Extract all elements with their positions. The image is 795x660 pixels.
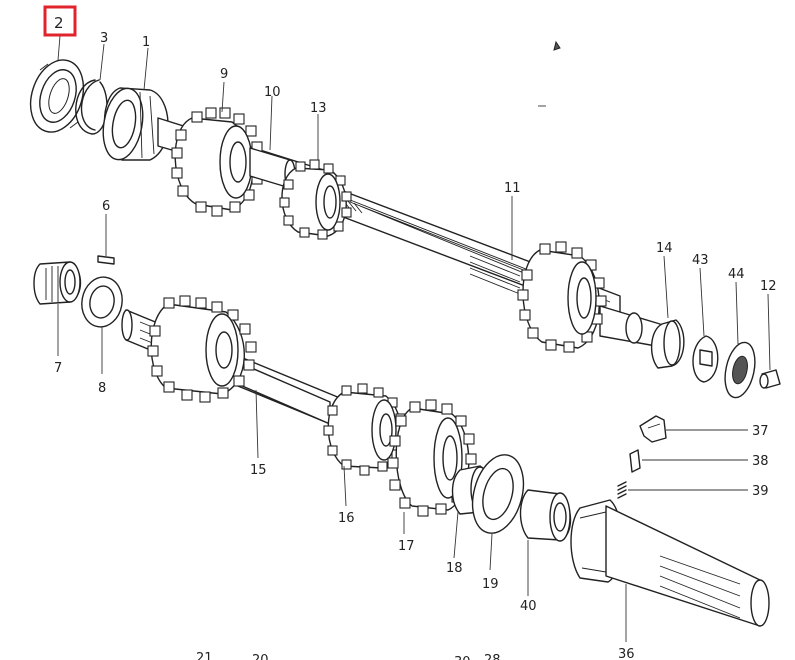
part-2-oil-seal[interactable] (22, 53, 92, 139)
highlight-box (43, 5, 77, 37)
label-39[interactable]: 39 (752, 484, 769, 499)
label-3[interactable]: 3 (100, 31, 108, 46)
part-labels: 2 3 1 9 10 13 11 6 7 8 14 43 44 12 15 16… (54, 14, 777, 660)
label-28[interactable]: 28 (484, 653, 501, 660)
label-12[interactable]: 12 (760, 279, 777, 294)
label-30[interactable]: 30 (454, 655, 471, 660)
label-7[interactable]: 7 (54, 361, 62, 376)
label-2[interactable]: 2 (54, 14, 64, 32)
part-19-washer[interactable] (464, 449, 531, 539)
part-7-needle-bearing[interactable] (33, 261, 82, 305)
label-40[interactable]: 40 (520, 599, 537, 614)
part-14-bush[interactable] (651, 319, 685, 369)
label-10[interactable]: 10 (264, 85, 281, 100)
part-17-gear[interactable] (387, 399, 477, 517)
label-13[interactable]: 13 (310, 101, 327, 116)
label-15[interactable]: 15 (250, 463, 267, 478)
label-17[interactable]: 17 (398, 539, 415, 554)
part-43-washer[interactable] (692, 335, 719, 383)
label-16[interactable]: 16 (338, 511, 355, 526)
part-37-lock-plate[interactable] (639, 415, 667, 443)
label-14[interactable]: 14 (656, 241, 673, 256)
label-43[interactable]: 43 (692, 253, 709, 268)
label-21[interactable]: 21 (196, 651, 213, 660)
label-38[interactable]: 38 (752, 454, 769, 469)
part-15-compound-gear[interactable] (147, 295, 257, 403)
part-13-gear[interactable] (279, 159, 352, 240)
label-1[interactable]: 1 (142, 35, 150, 50)
label-44[interactable]: 44 (728, 267, 745, 282)
label-8[interactable]: 8 (98, 381, 106, 396)
label-37[interactable]: 37 (752, 424, 769, 439)
part-8-thrust-washer[interactable] (78, 274, 126, 330)
part-44-thrust-plate[interactable] (720, 340, 759, 401)
label-19[interactable]: 19 (482, 577, 499, 592)
part-3-circlip[interactable] (75, 79, 108, 135)
label-9[interactable]: 9 (220, 67, 228, 82)
part-12-pin[interactable] (759, 369, 781, 389)
part-1-bearing[interactable] (98, 85, 169, 163)
part-36-output-shaft[interactable] (570, 499, 770, 627)
part-39-spring[interactable] (617, 481, 627, 499)
label-18[interactable]: 18 (446, 561, 463, 576)
label-6[interactable]: 6 (102, 199, 110, 214)
print-speck (553, 40, 561, 51)
label-11[interactable]: 11 (504, 181, 521, 196)
leader-lines (57, 35, 771, 642)
label-20[interactable]: 20 (252, 653, 269, 660)
part-9-gear[interactable] (171, 107, 265, 217)
part-6-pin[interactable] (97, 255, 115, 265)
part-38-pin[interactable] (629, 449, 641, 473)
label-36[interactable]: 36 (618, 647, 635, 660)
part-40-bush[interactable] (519, 489, 572, 542)
part-11-gear[interactable] (517, 241, 607, 353)
